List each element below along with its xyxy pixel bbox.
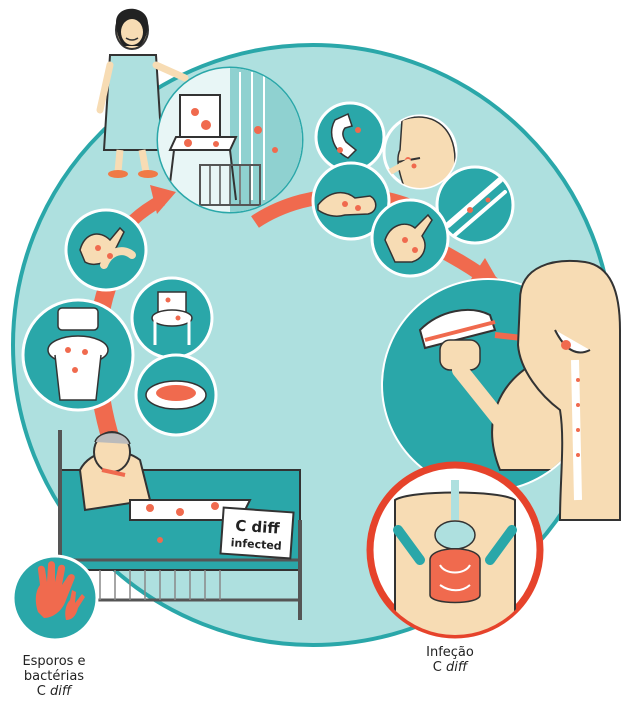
infection-caption-prefix: C bbox=[433, 660, 446, 675]
spores-caption-italic: diff bbox=[50, 684, 71, 699]
infection-caption: Infeção C diff bbox=[400, 645, 500, 675]
hand-spores-icon bbox=[13, 556, 97, 640]
spores-caption-line3: C diff bbox=[12, 684, 96, 699]
infection-caption-italic: diff bbox=[446, 660, 467, 675]
spores-caption-line1: Esporos e bbox=[12, 654, 96, 669]
spores-caption: Esporos e bactérias C diff bbox=[12, 654, 96, 699]
face-icon bbox=[384, 116, 456, 190]
chair-spores-icon bbox=[158, 68, 302, 212]
handprints-icon bbox=[66, 210, 146, 290]
telephone-icon bbox=[316, 103, 384, 171]
bedpan-icon bbox=[136, 355, 216, 435]
toilet-icon bbox=[23, 300, 133, 410]
gut-infection-icon bbox=[370, 465, 540, 640]
infection-caption-line1: Infeção bbox=[400, 645, 500, 660]
c-diff-sign: C diff infected bbox=[220, 508, 293, 559]
spores-caption-prefix: C bbox=[37, 684, 50, 699]
commode-icon bbox=[132, 278, 212, 358]
spores-caption-line2: bactérias bbox=[12, 669, 96, 684]
hands-icon bbox=[372, 200, 448, 276]
sign-line1: C diff bbox=[235, 516, 281, 537]
infection-caption-line2: C diff bbox=[400, 660, 500, 675]
